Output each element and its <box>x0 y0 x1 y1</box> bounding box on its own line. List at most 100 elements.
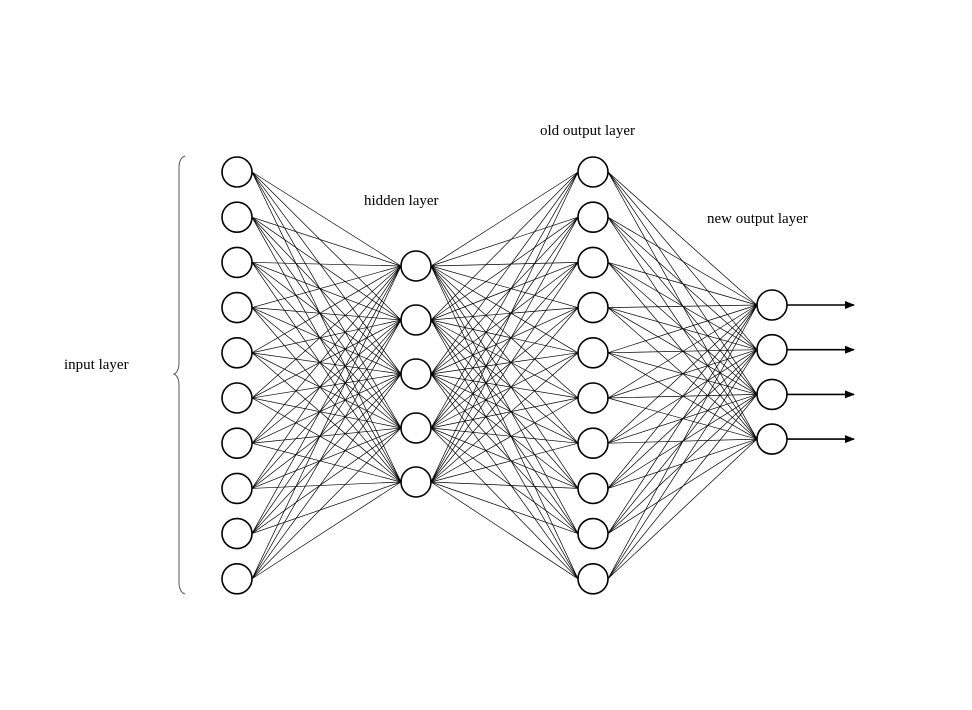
old-output-neuron-5 <box>577 336 609 369</box>
hidden-neuron-3 <box>400 358 432 390</box>
connection-input-8-to-hidden-4 <box>251 427 402 489</box>
old-output-neuron-8 <box>577 472 609 505</box>
connection-hidden-2-to-old-output-1 <box>430 171 579 321</box>
connection-input-9-to-hidden-1 <box>251 265 402 534</box>
connection-hidden-2-to-old-output-6 <box>430 319 579 399</box>
old-output-layer-label: old output layer <box>540 123 635 139</box>
connection-hidden-4-to-old-output-9 <box>430 427 579 534</box>
connection-input-7-to-hidden-2 <box>251 319 402 444</box>
connection-old-output-4-to-new-output-1 <box>607 304 758 308</box>
connection-input-8-to-hidden-3 <box>251 373 402 489</box>
connection-input-7-to-hidden-4 <box>251 427 402 444</box>
input-neuron-7 <box>221 427 253 460</box>
connection-hidden-4-to-old-output-5 <box>430 352 579 429</box>
connection-old-output-9-to-new-output-1 <box>607 304 758 534</box>
old-output-neuron-6 <box>577 382 609 414</box>
connection-hidden-5-to-old-output-1 <box>430 171 579 483</box>
connection-hidden-1-to-old-output-6 <box>430 265 579 399</box>
connection-hidden-2-to-old-output-9 <box>430 319 579 534</box>
connection-input-9-to-hidden-4 <box>251 427 402 534</box>
hidden-layer-label: hidden layer <box>364 193 439 209</box>
connection-old-output-6-to-new-output-1 <box>607 304 758 399</box>
connection-old-output-3-to-new-output-1 <box>607 262 758 306</box>
connection-hidden-2-to-old-output-7 <box>430 319 579 444</box>
connection-old-output-7-to-new-output-1 <box>607 304 758 444</box>
connection-old-output-10-to-new-output-3 <box>607 394 758 580</box>
old-output-neuron-7 <box>577 427 609 460</box>
connection-hidden-1-to-old-output-5 <box>430 265 579 354</box>
input-neuron-5 <box>221 336 253 369</box>
connection-input-2-to-hidden-5 <box>251 217 402 483</box>
connection-hidden-4-to-old-output-1 <box>430 171 579 429</box>
connection-input-1-to-hidden-1 <box>251 171 402 267</box>
connection-hidden-1-to-old-output-10 <box>430 265 579 579</box>
connection-hidden-5-to-old-output-6 <box>430 397 579 483</box>
connection-input-8-to-hidden-1 <box>251 265 402 489</box>
connection-input-10-to-hidden-5 <box>251 481 402 580</box>
connection-input-2-to-hidden-2 <box>251 216 402 321</box>
input-neuron-4 <box>221 291 253 324</box>
connection-input-9-to-hidden-5 <box>251 481 402 534</box>
connection-hidden-4-to-old-output-6 <box>430 397 579 429</box>
connection-hidden-2-to-old-output-2 <box>430 216 579 321</box>
output-arrows <box>787 301 855 444</box>
input-neuron-9 <box>221 517 253 550</box>
connection-hidden-2-to-old-output-4 <box>430 307 579 321</box>
connection-hidden-5-to-old-output-7 <box>430 442 579 483</box>
connection-hidden-5-to-old-output-10 <box>430 481 579 580</box>
input-neuron-10 <box>221 562 253 595</box>
connection-input-5-to-hidden-3 <box>251 352 402 375</box>
connection-hidden-1-to-old-output-4 <box>430 265 579 308</box>
connection-input-2-to-hidden-4 <box>251 216 402 429</box>
connection-input-5-to-hidden-4 <box>251 352 402 429</box>
connection-hidden-1-to-old-output-3 <box>430 262 579 267</box>
connection-input-6-to-hidden-4 <box>251 397 402 429</box>
connection-hidden-2-to-old-output-5 <box>430 319 579 354</box>
input-layer-label: input layer <box>64 357 129 373</box>
connection-old-output-5-to-new-output-1 <box>607 304 758 354</box>
connection-input-5-to-hidden-1 <box>251 265 402 354</box>
new-output-neuron-2 <box>756 333 788 366</box>
connection-input-4-to-hidden-5 <box>251 307 402 483</box>
connection-input-7-to-hidden-1 <box>251 265 402 444</box>
new-output-layer-label: new output layer <box>707 211 808 227</box>
connection-old-output-1-to-new-output-1 <box>607 171 758 306</box>
hidden-neuron-4 <box>400 412 432 444</box>
connection-input-1-to-hidden-4 <box>251 171 402 429</box>
connection-hidden-1-to-old-output-1 <box>430 171 579 267</box>
connection-input-7-to-hidden-3 <box>251 373 402 444</box>
connection-hidden-3-to-old-output-4 <box>430 307 579 375</box>
connection-hidden-5-to-old-output-2 <box>430 217 579 483</box>
connection-input-8-to-hidden-5 <box>251 481 402 489</box>
connection-input-6-to-hidden-3 <box>251 373 402 399</box>
connection-input-10-to-hidden-4 <box>251 427 402 580</box>
connection-old-output-2-to-new-output-1 <box>607 216 758 306</box>
connection-hidden-3-to-old-output-8 <box>430 373 579 489</box>
connection-old-output-10-to-new-output-2 <box>607 349 758 579</box>
connection-input-4-to-hidden-1 <box>251 265 402 308</box>
connection-input-10-to-hidden-2 <box>251 319 402 579</box>
connection-hidden-4-to-old-output-3 <box>430 262 579 429</box>
connection-hidden-3-to-old-output-5 <box>430 352 579 375</box>
connection-hidden-4-to-old-output-10 <box>430 427 579 580</box>
connection-old-output-10-to-new-output-1 <box>607 304 758 579</box>
connection-hidden-3-to-old-output-6 <box>430 373 579 399</box>
connection-hidden-5-to-old-output-4 <box>430 307 579 483</box>
input-layer-brace-path <box>172 155 186 595</box>
connection-input-6-to-hidden-2 <box>251 319 402 399</box>
new-output-neuron-4 <box>756 423 788 455</box>
connections <box>251 171 758 580</box>
connection-hidden-2-to-old-output-3 <box>430 262 579 321</box>
old-output-neuron-1 <box>577 156 609 188</box>
old-output-neuron-4 <box>577 291 609 324</box>
connection-input-9-to-hidden-2 <box>251 319 402 534</box>
connection-hidden-5-to-old-output-3 <box>430 262 579 483</box>
connection-old-output-10-to-new-output-4 <box>607 438 758 580</box>
old-output-neuron-3 <box>577 246 609 279</box>
connection-input-5-to-hidden-5 <box>251 352 402 483</box>
hidden-neuron-1 <box>400 250 432 282</box>
connection-input-3-to-hidden-2 <box>251 262 402 321</box>
old-output-neuron-9 <box>577 517 609 550</box>
old-output-neuron-10 <box>577 562 609 595</box>
